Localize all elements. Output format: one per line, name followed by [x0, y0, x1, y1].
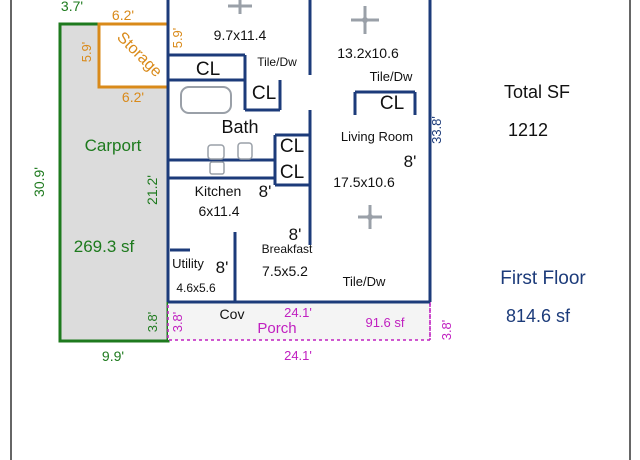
kitchen-size: 6x11.4 [199, 203, 240, 219]
bathtub-icon [180, 86, 232, 114]
living-ceiling: 8' [404, 152, 417, 171]
page-frame [10, 0, 631, 460]
total-sf-label: Total SF [504, 82, 570, 102]
living-size: 17.5x10.6 [333, 174, 395, 190]
total-sf-value: 1212 [508, 120, 548, 140]
ceiling-fan-icon [228, 0, 252, 14]
kitchen-sink-icon [209, 161, 225, 175]
carport-label: Carport [85, 136, 142, 155]
house-depth-dim: 33.8' [429, 116, 444, 144]
breakfast-label: Breakfast [262, 242, 313, 256]
storage-dim-bottom: 6.2' [122, 89, 144, 105]
ceiling-fan-hub [367, 214, 373, 220]
porch-area [167, 301, 431, 341]
first-floor-value: 814.6 sf [506, 306, 571, 326]
closet-label: CL [196, 59, 220, 80]
bath-label: Bath [221, 117, 258, 137]
carport-area-label: 269.3 sf [74, 237, 135, 256]
toilet-icon [237, 142, 253, 160]
carport-dim-left: 30.9' [31, 167, 47, 197]
breakfast-floor: Tile/Dw [343, 274, 386, 289]
utility-ceiling: 8' [216, 258, 229, 277]
carport-dim-top: 3.7' [61, 0, 83, 14]
utility-size: 4.6x5.6 [176, 281, 216, 295]
closet-label: CL [252, 83, 276, 104]
bedroom2-size: 13.2x10.6 [337, 45, 399, 61]
carport-dim-lower: 3.8' [145, 312, 160, 333]
porch-dim-left: 3.8' [170, 312, 185, 333]
utility-label: Utility [172, 256, 204, 271]
carport-dim-right: 21.2' [144, 175, 160, 205]
breakfast-ceiling: 8' [289, 225, 302, 244]
storage-dim-top: 6.2' [112, 7, 134, 23]
porch-area-label: 91.6 sf [365, 315, 404, 330]
porch-dim-right: 3.8' [439, 320, 454, 341]
porch-label: Porch [257, 320, 296, 337]
bedroom-size: 9.7x11.4 [214, 27, 267, 43]
bath-sink-icon [207, 144, 225, 160]
storage-dim-left: 5.9' [79, 42, 94, 63]
first-floor-label: First Floor [500, 268, 586, 289]
porch-dim-bottom: 24.1' [284, 348, 312, 363]
ceiling-fan-hub [362, 17, 368, 23]
kitchen-ceiling: 8' [259, 182, 272, 201]
storage-dim-right: 5.9' [170, 28, 185, 49]
porch-cov-label: Cov [220, 306, 245, 322]
house-walls [166, 0, 432, 304]
breakfast-size: 7.5x5.2 [262, 263, 308, 279]
closet-label: CL [380, 93, 404, 114]
living-room-label: Living Room [341, 129, 413, 144]
bedroom-floor: Tile/Dw [257, 55, 297, 69]
kitchen-label: Kitchen [195, 183, 242, 199]
bedroom2-floor: Tile/Dw [370, 69, 413, 84]
carport-dim-bottom: 9.9' [102, 348, 124, 364]
closet-label: CL [280, 136, 304, 157]
porch-dim-top: 24.1' [284, 305, 312, 320]
closet-label: CL [280, 162, 304, 183]
